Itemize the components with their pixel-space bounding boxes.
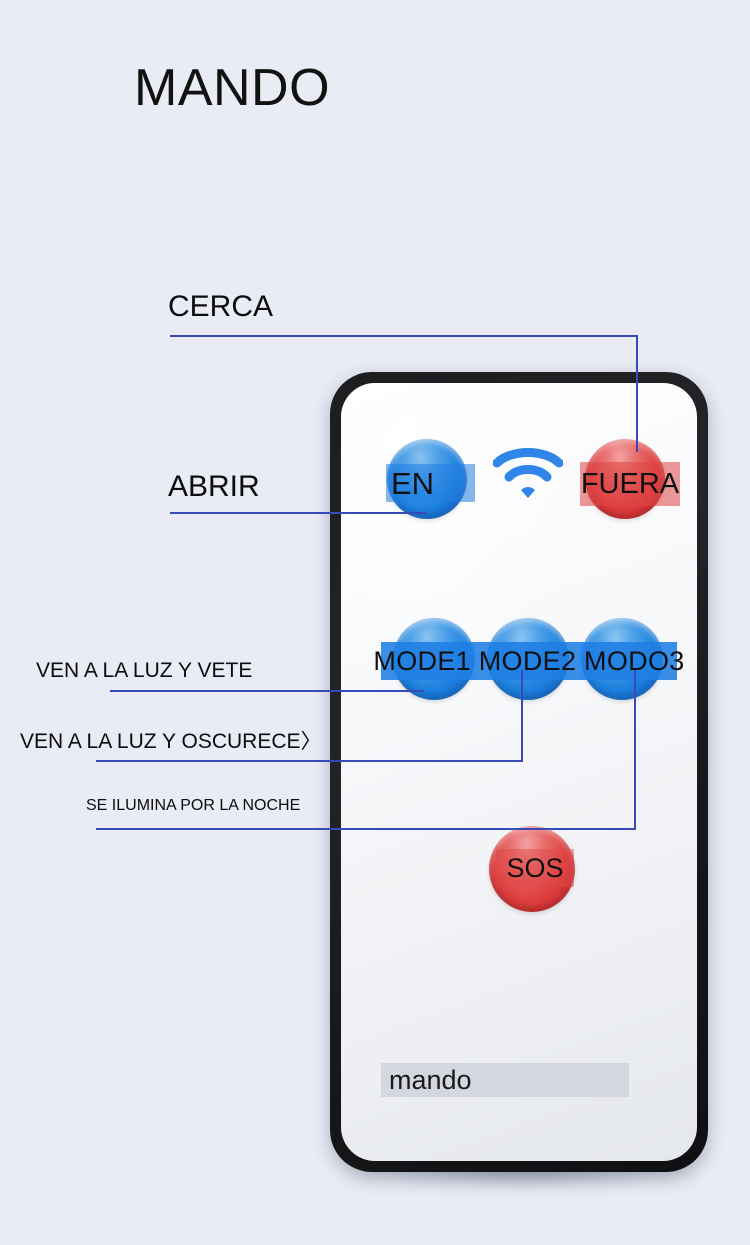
- sos-button-label: SOS: [496, 849, 574, 887]
- remote-body-shell: EN FUERA MODE1 MODE2 MODO3 SOS mando: [330, 372, 708, 1172]
- mode-row-label: MODE1 MODE2 MODO3: [373, 642, 684, 680]
- en-button-label: EN: [386, 464, 475, 502]
- callout-label-abrir: ABRIR: [168, 470, 260, 503]
- brand-label: mando: [381, 1063, 629, 1097]
- sos-button[interactable]: [489, 826, 575, 912]
- callout-label-cerca: CERCA: [168, 290, 274, 323]
- remote-control-device: EN FUERA MODE1 MODE2 MODO3 SOS mando: [330, 372, 708, 1190]
- callout-label-ven-a-la-luz-y-oscurece: VEN A LA LUZ Y OSCURECE〉: [20, 731, 322, 752]
- fuera-button-label: FUERA: [580, 462, 680, 506]
- callout-label-se-ilumina-por-la-noche: SE ILUMINA POR LA NOCHE: [86, 797, 301, 814]
- remote-face-panel: EN FUERA MODE1 MODE2 MODO3 SOS mando: [341, 383, 697, 1161]
- callout-label-ven-a-la-luz-y-vete: VEN A LA LUZ Y VETE: [36, 659, 253, 682]
- page-title: MANDO: [134, 59, 331, 117]
- wifi-icon: [493, 448, 563, 498]
